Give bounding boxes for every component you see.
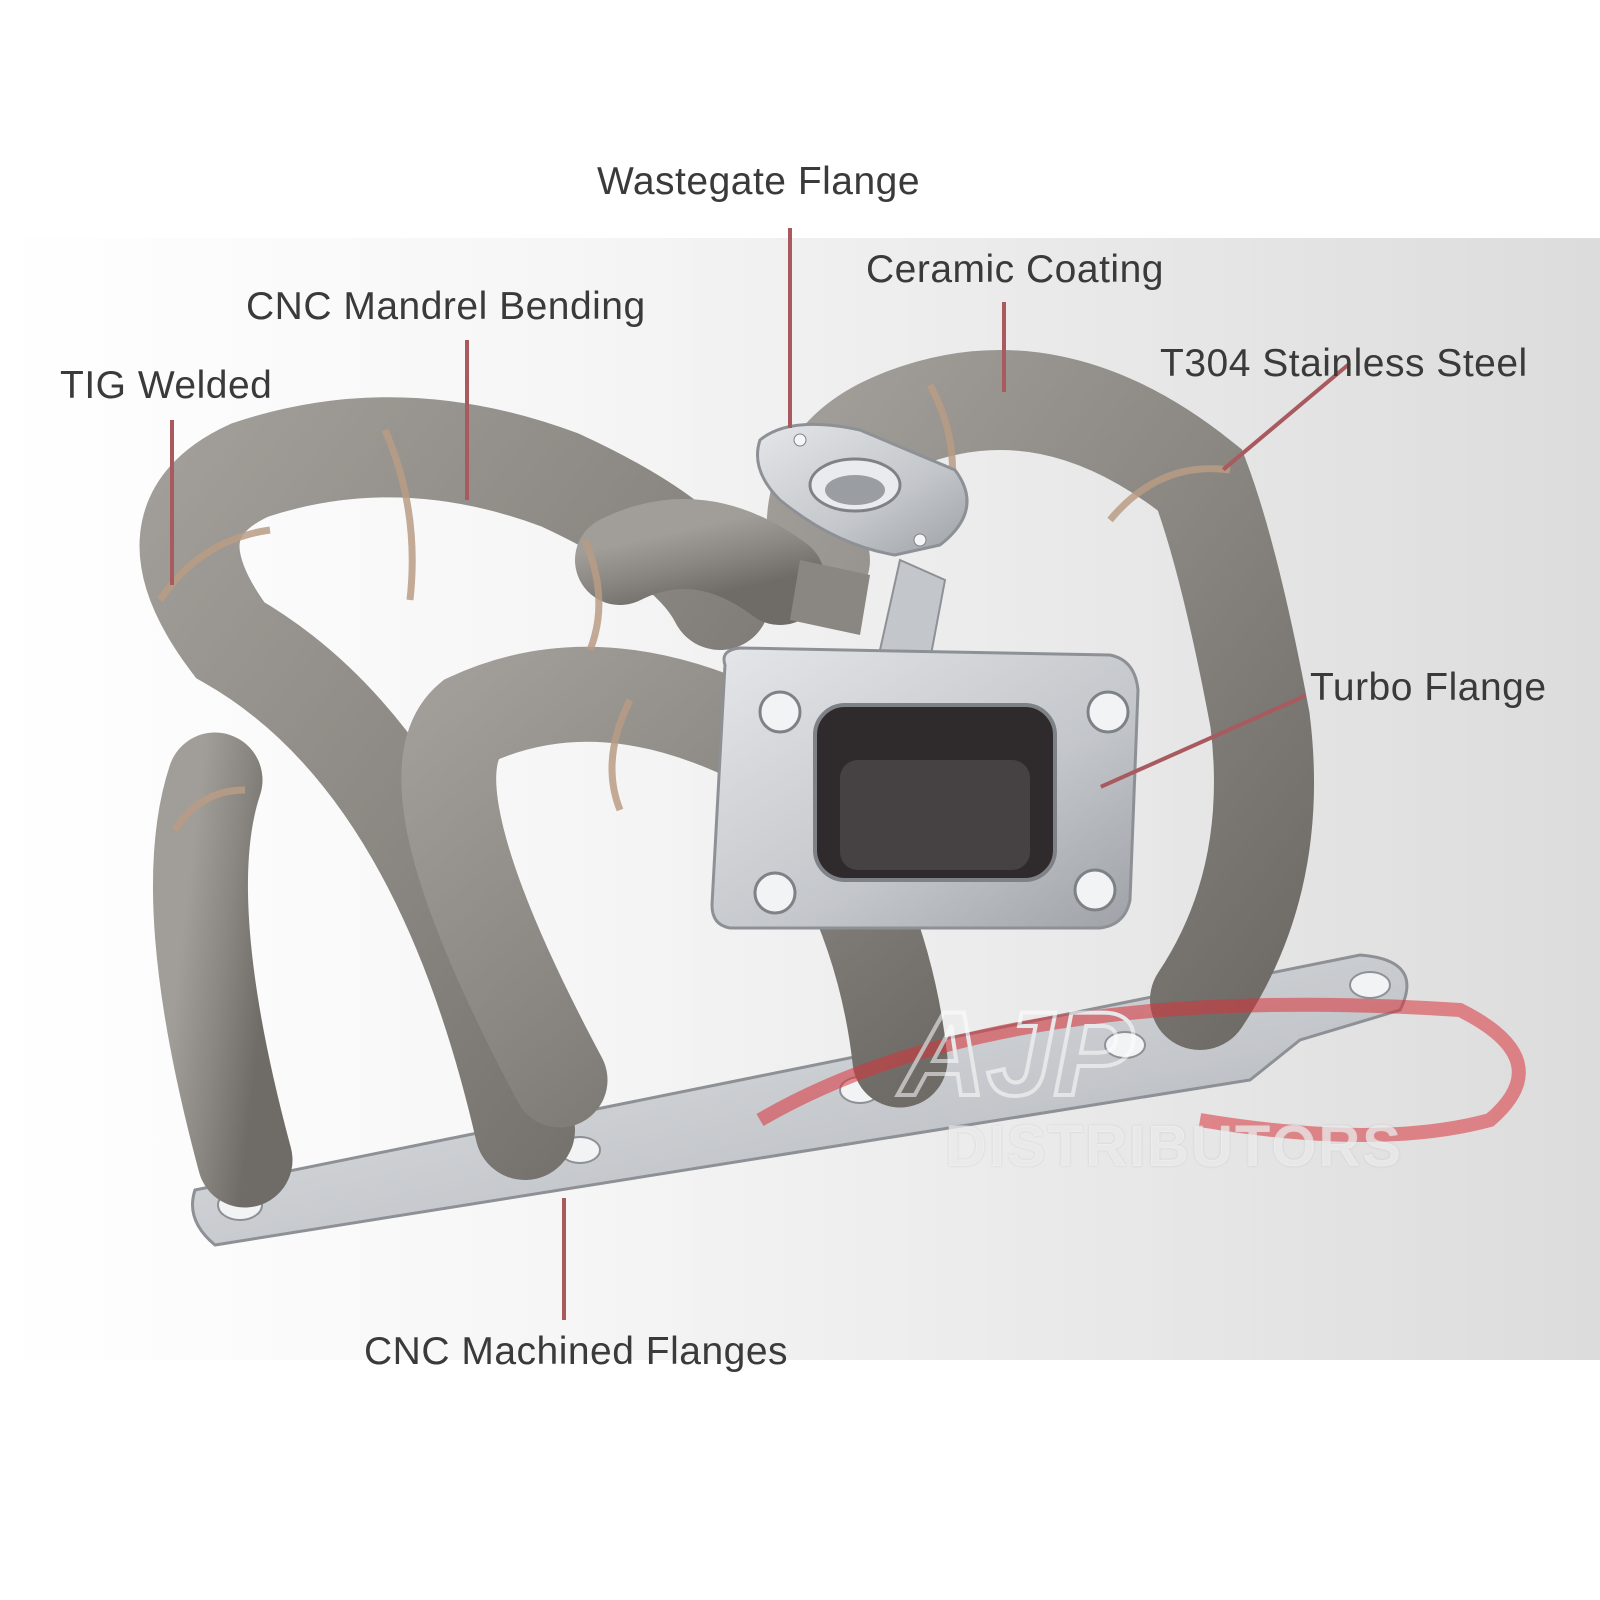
wastegate-flange [756, 422, 969, 662]
leader-line-mandrel [465, 340, 469, 500]
runner-pipes [139, 350, 1314, 1208]
leader-line-machined [562, 1198, 566, 1320]
callout-cnc-mandrel-bending: CNC Mandrel Bending [246, 285, 646, 328]
callout-tig-welded: TIG Welded [60, 364, 273, 407]
leader-line-wastegate [788, 228, 792, 428]
callout-t304-stainless-steel: T304 Stainless Steel [1160, 342, 1528, 385]
callout-ceramic-coating: Ceramic Coating [866, 248, 1164, 291]
watermark-text: DISTRIBUTORS [945, 1114, 1403, 1179]
leader-line-ceramic [1002, 302, 1006, 392]
watermark-logo-letters: AJP [897, 987, 1134, 1121]
watermark-logo: AJP [756, 985, 1526, 1142]
callout-turbo-flange: Turbo Flange [1310, 666, 1547, 709]
weld-beads [157, 383, 1231, 832]
callout-cnc-machined-flanges: CNC Machined Flanges [364, 1330, 789, 1373]
leader-line-tig [170, 420, 174, 585]
callout-wastegate-flange: Wastegate Flange [597, 160, 921, 203]
turbo-flange [710, 646, 1140, 930]
